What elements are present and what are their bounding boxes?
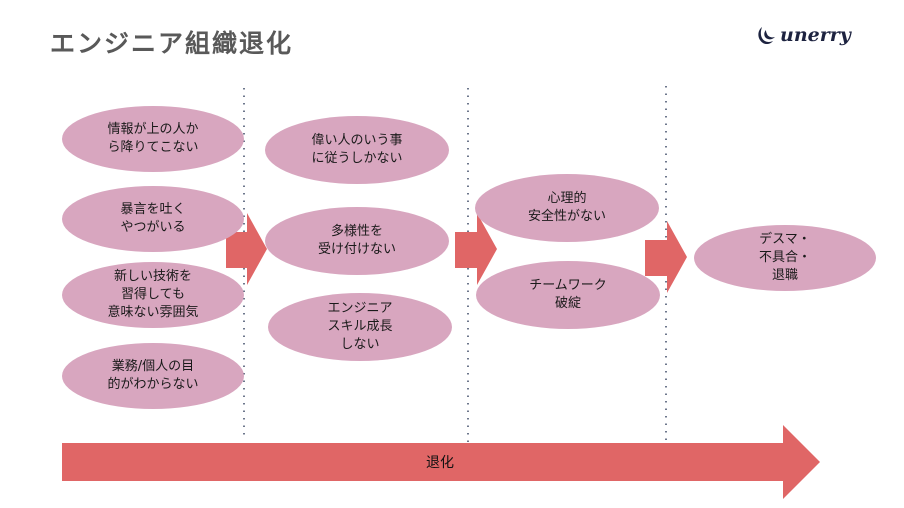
cause-text: 暴言を吐く やつがいる <box>120 202 186 235</box>
page-title: エンジニア組織退化 <box>50 29 294 58</box>
cause-text: 業務/個人の目 的がわからない <box>107 359 199 392</box>
outcome-text: デスマ・ 不具合・ 退職 <box>758 232 811 283</box>
effect-ellipse: 偉い人のいう事 に従うしかない <box>265 116 449 184</box>
cause-text: 情報が上の人か ら降りてこない <box>107 122 199 155</box>
logo-text: unerry <box>780 24 851 46</box>
consequence-text: 心理的 安全性がない <box>527 191 606 224</box>
cause-ellipse: 新しい技術を 習得しても 意味ない雰囲気 <box>62 262 244 328</box>
wave-logo-icon <box>758 27 775 45</box>
consequence-ellipse: 心理的 安全性がない <box>475 174 659 242</box>
cause-ellipse: 業務/個人の目 的がわからない <box>62 343 244 409</box>
stage-arrow-3 <box>645 221 687 293</box>
timeline-label: 退化 <box>426 455 454 471</box>
effect-ellipse: エンジニア スキル成長 しない <box>268 293 452 361</box>
effect-text: エンジニア スキル成長 しない <box>327 301 393 352</box>
cause-text: 新しい技術を 習得しても 意味ない雰囲気 <box>107 269 199 320</box>
effect-text: 偉い人のいう事 に従うしかない <box>311 133 403 166</box>
consequence-text: チームワーク 破綻 <box>529 278 607 311</box>
timeline-arrow <box>62 425 820 499</box>
stage-arrow-2 <box>455 213 497 285</box>
stage-arrow-1 <box>226 213 267 285</box>
effect-text: 多様性を 受け付けない <box>317 224 396 257</box>
effect-ellipse: 多様性を 受け付けない <box>265 207 449 275</box>
brand-logo: unerry <box>756 22 851 48</box>
cause-ellipse: 暴言を吐く やつがいる <box>62 186 244 252</box>
outcome-ellipse: デスマ・ 不具合・ 退職 <box>694 225 876 291</box>
consequence-ellipse: チームワーク 破綻 <box>476 261 660 329</box>
cause-ellipse: 情報が上の人か ら降りてこない <box>62 106 244 172</box>
